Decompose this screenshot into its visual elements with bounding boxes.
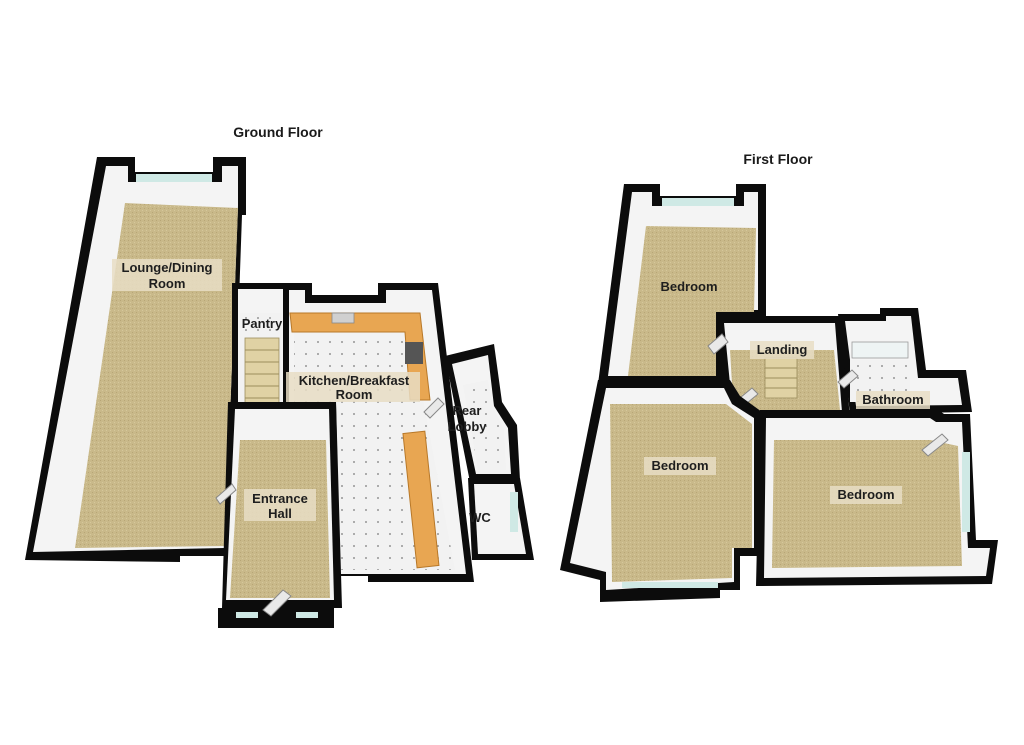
first-labels: Bedroom Landing Bathroom Bedroom Bedroom: [644, 279, 930, 504]
door[interactable]: [707, 333, 729, 355]
ground-floor: Ground Floor: [25, 124, 534, 628]
first-floor-title: First Floor: [743, 151, 813, 167]
window: [962, 452, 970, 532]
window: [662, 198, 734, 206]
room-bedroom-2: [560, 380, 762, 602]
room-label-lounge-line2: Room: [149, 276, 186, 291]
window: [136, 174, 212, 182]
room-label-entrance-hall-line1: Entrance: [252, 491, 308, 506]
bath-icon: [851, 341, 909, 359]
room-wc: [468, 478, 534, 560]
room-label-entrance-hall-line2: Hall: [268, 506, 292, 521]
room-label-kitchen-line1: Kitchen/Breakfast: [299, 373, 410, 388]
ground-floor-title: Ground Floor: [233, 124, 323, 140]
room-label-lounge-line1: Lounge/Dining: [122, 260, 213, 275]
room-label-rear-lobby-line1: Rear: [453, 403, 482, 418]
room-label-wc: WC: [469, 510, 491, 525]
window: [296, 612, 318, 618]
room-label-pantry: Pantry: [242, 316, 283, 331]
room-bedroom-1: [598, 184, 766, 384]
door[interactable]: [921, 433, 949, 457]
door[interactable]: [837, 369, 859, 389]
room-lounge-dining: [25, 157, 246, 562]
room-label-bedroom-1: Bedroom: [660, 279, 717, 294]
room-label-kitchen-line2: Room: [336, 387, 373, 402]
room-label-bathroom: Bathroom: [862, 392, 923, 407]
sink-icon: [331, 312, 355, 324]
window: [236, 612, 258, 618]
hob-icon: [405, 342, 423, 364]
door[interactable]: [423, 397, 445, 419]
window: [622, 582, 718, 588]
ground-labels: Lounge/Dining Room Pantry Kitchen/Breakf…: [112, 259, 491, 525]
front-door[interactable]: [262, 589, 292, 617]
room-label-bedroom-2: Bedroom: [651, 458, 708, 473]
window: [510, 492, 518, 532]
room-label-bedroom-3: Bedroom: [837, 487, 894, 502]
room-label-landing: Landing: [757, 342, 808, 357]
room-rear-lobby: [423, 344, 520, 482]
first-floor: First Floor: [560, 151, 998, 602]
door[interactable]: [215, 483, 237, 505]
room-label-rear-lobby-line2: Lobby: [448, 419, 488, 434]
